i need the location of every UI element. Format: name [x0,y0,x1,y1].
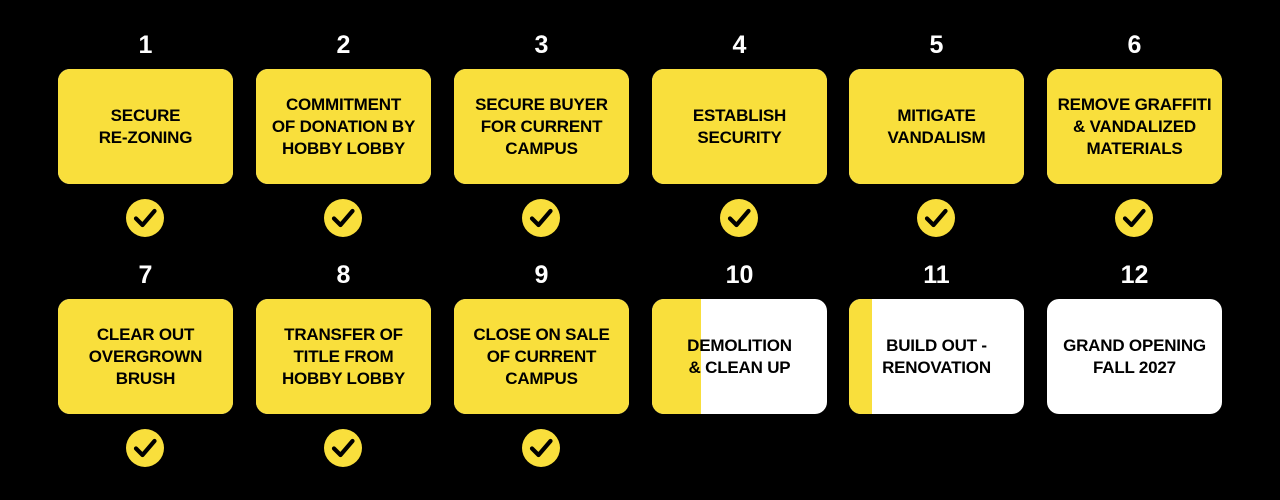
step-number: 3 [534,31,549,59]
step-label: CLEAR OUT OVERGROWN BRUSH [88,324,203,388]
step-card: REMOVE GRAFFITI & VANDALIZED MATERIALS [1047,69,1222,184]
step-card: ESTABLISH SECURITY [652,69,827,184]
step-card: BUILD OUT - RENOVATION [849,299,1024,414]
step-label: BUILD OUT - RENOVATION [882,335,991,377]
step-card: TRANSFER OF TITLE FROM HOBBY LOBBY [256,299,431,414]
progress-fill [454,299,629,414]
progress-fill [256,69,431,184]
progress-fill [58,69,233,184]
step-number: 2 [336,31,351,59]
step-card: SECURE BUYER FOR CURRENT CAMPUS [454,69,629,184]
checkmark-icon [917,199,955,237]
step-number: 7 [138,261,153,289]
checkmark-icon [1115,199,1153,237]
step-number: 4 [732,31,747,59]
step-number: 12 [1120,261,1149,289]
progress-fill [58,299,233,414]
step-number: 6 [1127,31,1142,59]
step-label: COMMITMENT OF DONATION BY HOBBY LOBBY [271,94,416,158]
step-label: DEMOLITION & CLEAN UP [687,335,792,377]
step-card: DEMOLITION & CLEAN UP [652,299,827,414]
checkmark-icon [324,429,362,467]
progress-fill [849,299,872,414]
progress-fill [256,299,431,414]
step-number: 5 [929,31,944,59]
progress-fill [652,299,701,414]
progress-fill [652,69,827,184]
step-card: CLOSE ON SALE OF CURRENT CAMPUS [454,299,629,414]
step-label: TRANSFER OF TITLE FROM HOBBY LOBBY [281,324,406,388]
progress-fill [849,69,1024,184]
step-number: 11 [923,261,950,289]
step-label: GRAND OPENING FALL 2027 [1063,335,1206,377]
step-card: SECURE RE-ZONING [58,69,233,184]
checkmark-icon [720,199,758,237]
progress-fill [454,69,629,184]
step-number: 1 [138,31,153,59]
step-label: MITIGATE VANDALISM [887,105,986,147]
step-card: GRAND OPENING FALL 2027 [1047,299,1222,414]
step-card: COMMITMENT OF DONATION BY HOBBY LOBBY [256,69,431,184]
step-label: REMOVE GRAFFITI & VANDALIZED MATERIALS [1057,94,1212,158]
checkmark-icon [522,199,560,237]
step-card: MITIGATE VANDALISM [849,69,1024,184]
step-number: 10 [725,261,754,289]
checkmark-icon [324,199,362,237]
step-label: ESTABLISH SECURITY [692,105,787,147]
step-number: 8 [336,261,351,289]
checkmark-icon [522,429,560,467]
progress-fill [1047,69,1222,184]
step-label: SECURE BUYER FOR CURRENT CAMPUS [475,94,608,158]
step-number: 9 [534,261,549,289]
step-card: CLEAR OUT OVERGROWN BRUSH [58,299,233,414]
step-label: SECURE RE-ZONING [98,105,193,147]
checkmark-icon [126,199,164,237]
checkmark-icon [126,429,164,467]
step-label: CLOSE ON SALE OF CURRENT CAMPUS [473,324,610,388]
